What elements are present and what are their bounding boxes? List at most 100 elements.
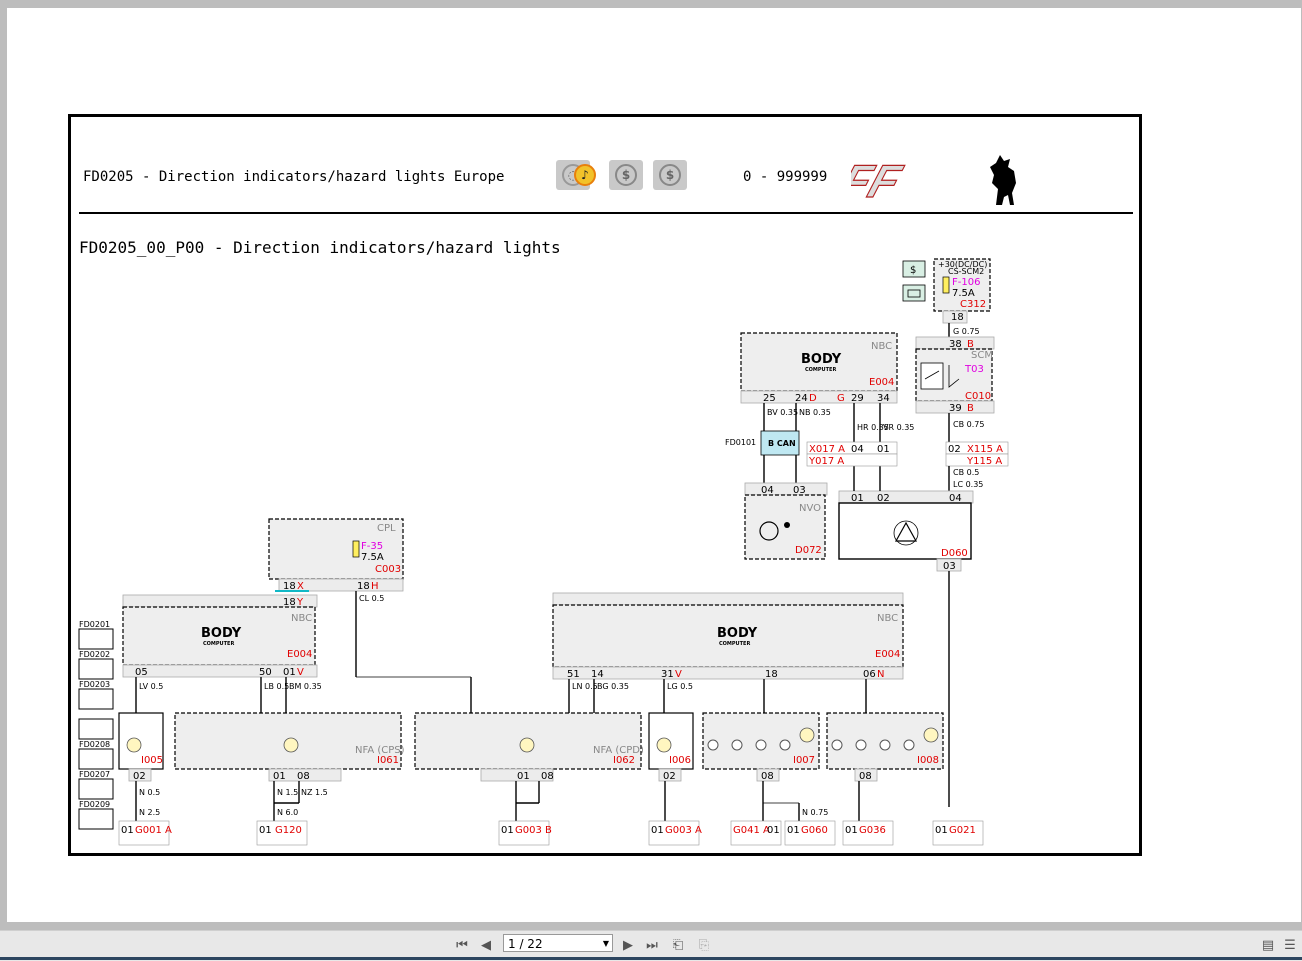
- bulb-icon: [519, 737, 535, 753]
- svg-text:18: 18: [765, 669, 778, 680]
- wire-cl: CL 0.5: [359, 594, 384, 603]
- last-page-button[interactable]: ⏭: [646, 937, 658, 953]
- hazard-triangle-icon: [894, 521, 918, 542]
- rear-lamp-icon: [78, 778, 114, 800]
- previous-page-button[interactable]: ◀: [481, 937, 491, 953]
- cpl-fuse: F-35: [361, 541, 383, 552]
- wire-nz: NZ 1.5: [301, 788, 328, 797]
- wire-n075: N 0.75: [802, 808, 828, 817]
- cpl-rating: 7.5A: [361, 552, 384, 563]
- bulb-icon: [283, 737, 299, 753]
- nbc-mid-tag: NBC: [877, 613, 898, 624]
- fog-lamp-icon: [78, 808, 114, 830]
- svg-text:04: 04: [949, 493, 962, 504]
- svg-text:25: 25: [763, 393, 776, 404]
- svg-text:NFA (CPD): NFA (CPD): [593, 745, 644, 756]
- turn-signal-icon: [78, 628, 114, 650]
- pdf-viewer: FD0205 - Direction indicators/hazard lig…: [0, 0, 1302, 930]
- svg-text:D: D: [809, 393, 817, 404]
- s-icon[interactable]: $: [653, 160, 687, 190]
- lamp-i005: I005: [118, 712, 164, 770]
- s-icon[interactable]: $: [609, 160, 643, 190]
- wire-hr: HR 0.35: [857, 423, 889, 432]
- svg-text:18: 18: [283, 581, 296, 592]
- relay-coil-icon: [920, 362, 944, 390]
- svg-text:18: 18: [951, 312, 964, 323]
- svg-text:01: 01: [501, 825, 514, 836]
- fuse-icon: [942, 276, 950, 294]
- svg-text:FD0208: FD0208: [79, 740, 110, 749]
- svg-text:B: B: [967, 403, 974, 414]
- svg-text:FD0201: FD0201: [79, 620, 110, 629]
- svg-text:V: V: [675, 669, 682, 680]
- ground-g060: G060: [801, 825, 828, 836]
- go-back-button[interactable]: ⎗: [672, 937, 684, 953]
- lamp-i061: NFA (CPS) I061: [174, 712, 405, 770]
- svg-text:24: 24: [795, 393, 808, 404]
- svg-text:01: 01: [851, 493, 864, 504]
- ground-g036: G036: [859, 825, 886, 836]
- bcan-ref: FD0101: [725, 438, 756, 447]
- nbc-mid-name: BODY: [717, 626, 758, 641]
- nbc-top-name: BODY: [801, 352, 842, 367]
- cpl-tag: CPL: [377, 523, 396, 534]
- lamp-i006: I006: [648, 712, 694, 770]
- wire-n15: N 1.5: [277, 788, 298, 797]
- bulb-icon: [923, 727, 939, 743]
- lamp-i008-code: I008: [917, 755, 939, 766]
- go-forward-button[interactable]: ⎘: [698, 937, 710, 953]
- fuse-top-label2: CS-SCM2: [948, 267, 984, 276]
- pdf-page: FD0205 - Direction indicators/hazard lig…: [7, 8, 1301, 922]
- single-page-view-icon[interactable]: ▤: [1261, 937, 1275, 953]
- svg-text:02: 02: [663, 771, 676, 782]
- svg-text:NFA (CPS): NFA (CPS): [355, 745, 405, 756]
- continuous-view-icon[interactable]: ☰: [1284, 937, 1296, 953]
- audio-icon[interactable]: ♪: [567, 160, 603, 190]
- wire-bv: BV 0.35: [767, 408, 798, 417]
- svg-text:18: 18: [283, 597, 296, 608]
- svg-text:01: 01: [273, 771, 286, 782]
- wire-bg: BG 0.35: [597, 682, 629, 691]
- nbc-top-tag: NBC: [871, 341, 892, 352]
- prancing-horse-icon: [990, 155, 1016, 205]
- first-page-button[interactable]: ⏮: [456, 937, 468, 953]
- svg-text:03: 03: [943, 561, 956, 572]
- nbc-top-sub: COMPUTER: [805, 367, 836, 373]
- wire-cb2: CB 0.5: [953, 468, 979, 477]
- lamp-i061-code: I061: [377, 755, 399, 766]
- next-page-button[interactable]: ▶: [623, 937, 633, 953]
- bulb-icon: [799, 727, 815, 743]
- page-number-field[interactable]: 1 / 22 ▼: [503, 934, 613, 952]
- header-rule: [79, 212, 1133, 214]
- wire-cb: CB 0.75: [953, 420, 984, 429]
- nbc-left-code: E004: [287, 649, 312, 660]
- wire-lv: LV 0.5: [139, 682, 163, 691]
- chevron-down-icon: ▼: [602, 939, 609, 948]
- svg-text:05: 05: [135, 667, 148, 678]
- ground-g041: G041 A: [733, 825, 770, 836]
- svg-text:X: X: [297, 581, 304, 592]
- lamp-i006-code: I006: [669, 755, 691, 766]
- svg-text:01: 01: [877, 444, 890, 455]
- lamp-i007: I007: [702, 712, 820, 770]
- battery-icon: [902, 284, 926, 302]
- conn-x115: X115 A: [967, 444, 1003, 455]
- wire-bm: BM 0.35: [289, 682, 322, 691]
- fuse-top-module: +30(DC/DC) CS-SCM2 F-106 7.5A C312 18: [933, 258, 991, 324]
- svg-text:08: 08: [761, 771, 774, 782]
- cpl-code: C003: [375, 564, 401, 575]
- svg-text:B CAN: B CAN: [768, 439, 796, 448]
- svg-text:03: 03: [793, 485, 806, 496]
- wire-n60: N 6.0: [277, 808, 298, 817]
- wire-n05: N 0.5: [139, 788, 160, 797]
- range-text: 0 - 999999: [743, 169, 828, 185]
- fuse-top-code: C312: [960, 299, 986, 310]
- wire-vr: VR 0.35: [883, 423, 914, 432]
- svg-text:01: 01: [767, 825, 780, 836]
- svg-text:FD0203: FD0203: [79, 680, 110, 689]
- conn-y115: Y115 A: [966, 456, 1002, 467]
- nbc-left-tag: NBC: [291, 613, 312, 624]
